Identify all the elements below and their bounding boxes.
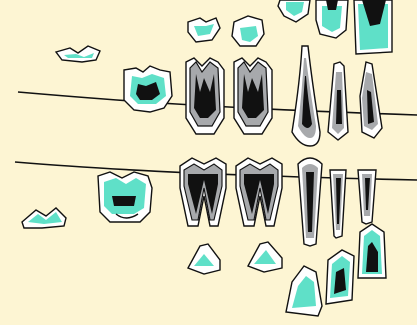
upper-deciduous-molar (124, 66, 172, 112)
upper-developing-crown-4 (316, 0, 348, 38)
upper-developing-crown-5 (354, 0, 392, 54)
upper-molar-2 (234, 58, 272, 134)
upper-developing-crown-2 (232, 16, 264, 46)
lower-deciduous-molar (98, 172, 152, 222)
lower-developing-crown-5 (358, 224, 386, 278)
lower-developing-crown-4 (326, 250, 354, 304)
upper-molar-1 (186, 58, 224, 134)
